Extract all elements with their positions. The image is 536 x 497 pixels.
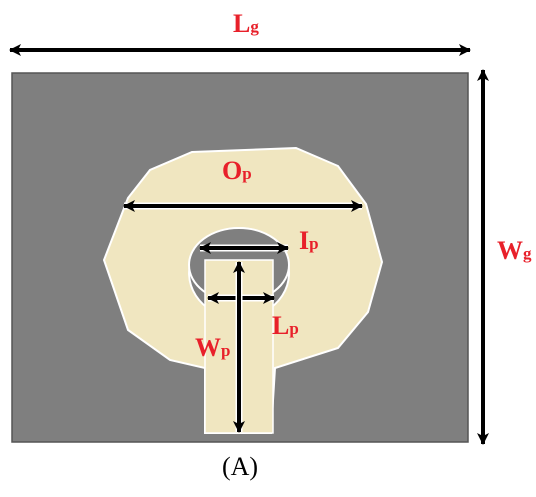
label-wp-sub: p (221, 341, 231, 360)
label-lg-main: L (233, 9, 251, 38)
label-lp-sub: p (289, 319, 299, 338)
figure-caption: (A) (221, 452, 259, 481)
label-wg-main: W (497, 236, 523, 265)
label-op: Op (222, 158, 252, 184)
label-op-sub: p (242, 164, 252, 183)
label-lg-sub: g (250, 17, 259, 36)
dimension-arrows (9, 44, 489, 445)
label-lp-main: L (272, 311, 290, 340)
label-ip: Ip (299, 228, 319, 254)
label-lp: Lp (272, 313, 299, 339)
label-ip-sub: p (309, 234, 319, 253)
label-wp: Wp (195, 335, 230, 361)
label-lg: Lg (233, 11, 259, 37)
label-wg: Wg (497, 238, 532, 264)
label-wg-sub: g (523, 244, 532, 263)
label-wp-main: W (195, 333, 221, 362)
label-op-main: O (222, 156, 243, 185)
label-ip-main: I (299, 226, 310, 255)
